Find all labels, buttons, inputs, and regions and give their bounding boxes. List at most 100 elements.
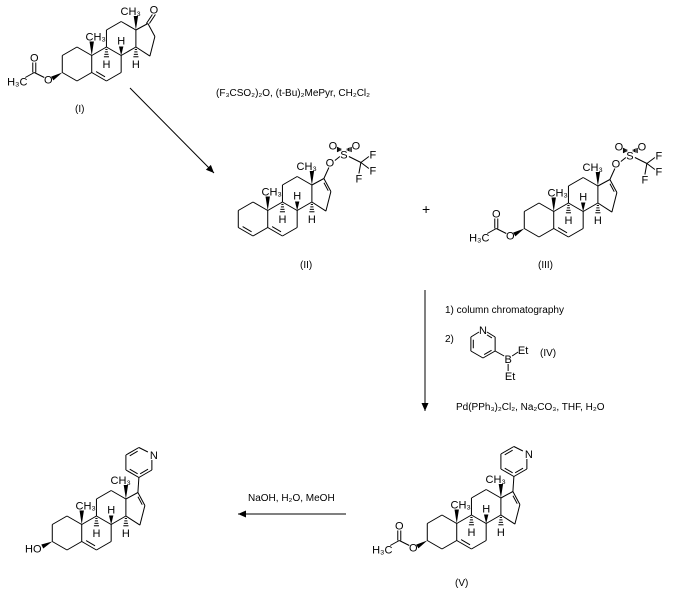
c-f-bond (646, 157, 656, 164)
b-et-bond (511, 351, 519, 357)
fluorine-label: F (370, 166, 377, 178)
ring-bond (538, 228, 554, 238)
ethyl-label: Et (518, 345, 528, 357)
ring-bond (471, 540, 487, 550)
ring-bond (282, 176, 298, 186)
fluorine-label: F (642, 175, 649, 187)
h-label: H (564, 215, 572, 227)
hydroxyl-label: HO (25, 544, 42, 556)
ring-bond (500, 491, 514, 499)
c3-oxygen-wedge (51, 72, 63, 81)
pyridine-double-bond (504, 449, 513, 456)
s-c-bond (634, 157, 648, 164)
triflate-bond (334, 156, 341, 161)
ring-bond (91, 46, 107, 56)
ring-bond (139, 505, 146, 526)
h8-wedge (118, 46, 124, 56)
ring-bond (66, 541, 82, 551)
fluorine-label: F (656, 151, 663, 163)
sulfonyl-oxygen-label: O (329, 141, 338, 153)
c5-c6-double-bond (460, 539, 471, 546)
ring-bond (597, 179, 611, 187)
methyl-label: CH₃ (262, 187, 282, 199)
sulfonyl-oxygen-label: O (638, 142, 647, 154)
ring-bond (52, 541, 68, 551)
ring-bond (296, 176, 313, 186)
ring-bond (96, 541, 112, 551)
ring-bond (311, 201, 327, 212)
ring-bond (485, 514, 502, 524)
nitrogen-label: N (479, 325, 487, 337)
s-c-bond (348, 156, 362, 163)
h-label: H (278, 214, 286, 226)
ring-bond (597, 202, 613, 213)
ring-bond (147, 23, 156, 37)
methyl-label: CH₃ (121, 6, 141, 18)
ring-bond (110, 515, 127, 525)
arrow-step1 (129, 87, 215, 174)
compound-label-ii: (II) (300, 260, 313, 271)
ring-bond (120, 21, 137, 31)
pyridine-bond (470, 350, 484, 359)
c16-c17-double-bond (323, 182, 329, 191)
ester-bond (25, 72, 35, 78)
c18-methyl-wedge (133, 16, 139, 30)
c19-methyl-wedge (265, 196, 270, 211)
pyridine-bond (138, 447, 149, 453)
h-label: H (107, 505, 115, 517)
ring-bond (135, 23, 149, 31)
ring-bond (76, 46, 92, 56)
h9-hashed-bond (103, 48, 110, 58)
ring-bond (96, 490, 112, 500)
ring-bond (238, 227, 254, 237)
c5-c6-double-bond (95, 71, 106, 78)
carbonyl-oxygen-label: O (395, 521, 404, 533)
ring-bond (238, 201, 254, 211)
ring-bond (62, 72, 78, 82)
arrow-step2 (421, 290, 429, 411)
pyridine-bond (125, 469, 140, 478)
methyl-label: CH₃ (86, 32, 106, 44)
c3-oxygen-wedge (416, 540, 428, 549)
ester-bond (34, 72, 45, 78)
h-label: H (293, 191, 301, 203)
pyridine-bond (513, 446, 524, 452)
ring-bond (267, 227, 283, 237)
h14-hashed-bond (309, 203, 315, 213)
pyridine-bond (486, 331, 496, 338)
pyridyl-bond (137, 477, 140, 493)
ring-bond (325, 191, 332, 212)
c5-c6-double-bond (85, 540, 96, 547)
ring-bond (296, 201, 313, 211)
compound-label-iv: (IV) (540, 348, 557, 359)
h8-wedge (108, 515, 114, 525)
c5-c6-double-bond (271, 226, 282, 233)
ring-bond (582, 177, 599, 187)
arrow-step3 (238, 510, 346, 518)
s-o-dotted-bond (622, 147, 628, 154)
triflate-oxygen-label: O (612, 159, 621, 171)
h14-hashed-bond (595, 204, 601, 214)
ring-bond (81, 515, 97, 525)
ring-bond (538, 202, 554, 212)
s-o-dotted-bond (336, 146, 342, 153)
pyridine-bond (500, 468, 515, 477)
fluorine-label: F (370, 150, 377, 162)
pyridine-double-bond (129, 450, 138, 457)
ring-bond (135, 46, 151, 57)
ring-bond (427, 540, 443, 550)
triflate-oxygen-label: O (326, 158, 335, 170)
ring-bond (81, 541, 97, 551)
c-f-bond (360, 162, 370, 169)
ring-bond (106, 21, 122, 31)
ring-bond (524, 202, 540, 212)
c19-methyl-wedge (79, 510, 84, 525)
ring-bond (323, 178, 332, 192)
ring-bond (456, 514, 472, 524)
ring-bond (568, 228, 584, 238)
arrow-head (205, 164, 214, 173)
ring-bond (471, 489, 487, 499)
ring-bond (568, 202, 584, 212)
